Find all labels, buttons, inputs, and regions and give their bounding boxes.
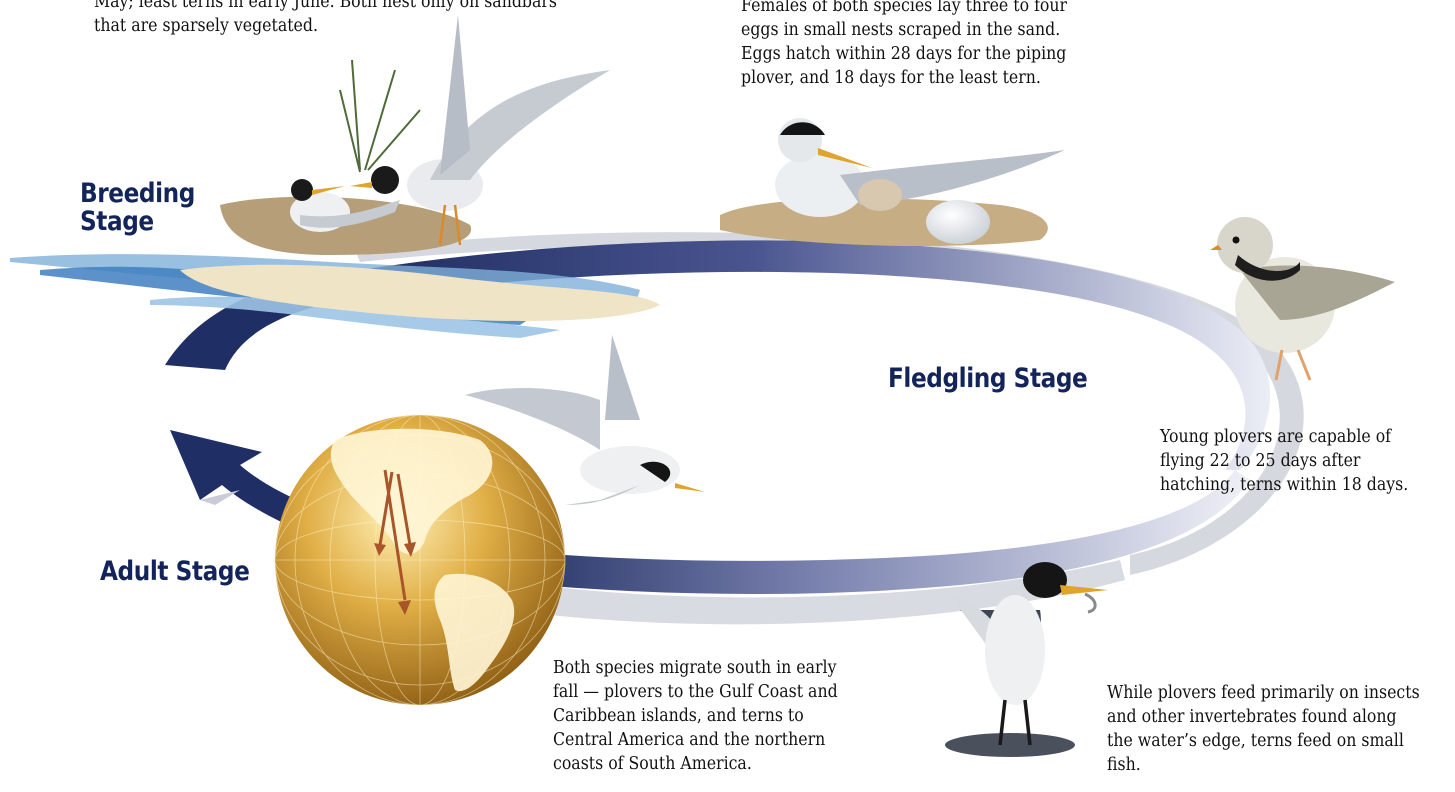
caption-eggs: Females of both species lay three to fou… xyxy=(741,0,1067,90)
caption-feeding: While plovers feed primarily on insects … xyxy=(1107,681,1420,777)
stage-label-adult: Adult Stage xyxy=(100,558,249,585)
nesting-tern-illustration xyxy=(720,118,1065,246)
globe-illustration xyxy=(275,415,565,705)
stage-label-fledgling: Fledgling Stage xyxy=(888,365,1087,392)
caption-nesting-habitat: May; least terns in early June. Both nes… xyxy=(94,0,557,38)
breeding-terns-illustration xyxy=(220,15,610,255)
stage-label-breeding: Breeding Stage xyxy=(80,180,195,236)
caption-fledging: Young plovers are capable of flying 22 t… xyxy=(1160,425,1408,497)
cycle-ring-bottom xyxy=(470,470,1250,594)
caption-migration: Both species migrate south in early fall… xyxy=(553,656,838,776)
